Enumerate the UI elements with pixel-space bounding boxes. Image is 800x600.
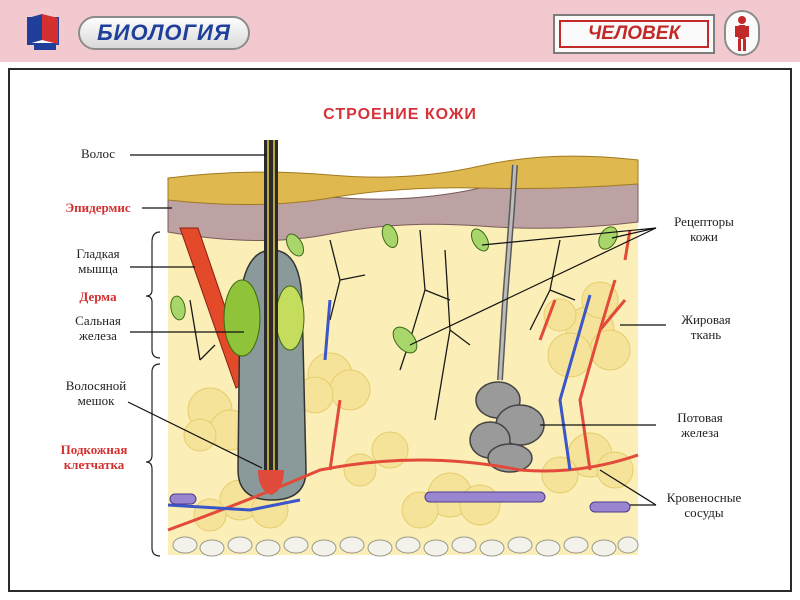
layer-bracket — [145, 231, 161, 557]
label-subcutaneous-2: клетчатка — [63, 457, 125, 472]
nerve-branches — [189, 229, 576, 421]
label-smooth-muscle-1: Гладкая — [76, 246, 120, 261]
sebaceous-gland — [223, 279, 261, 357]
label-subcutaneous: Подкожная клетчатка — [48, 442, 140, 472]
person-button[interactable] — [724, 10, 760, 56]
label-sebaceous-2: железа — [79, 328, 117, 343]
label-sweat-1: Потовая — [677, 410, 723, 425]
label-sebaceous-1: Сальная — [75, 313, 121, 328]
label-epidermis: Эпидермис — [65, 200, 131, 215]
label-sebaceous-gland: Сальная железа — [62, 313, 134, 343]
book-logo-icon[interactable] — [22, 10, 66, 54]
label-blood-vessels: Кровеносные сосуды — [652, 490, 756, 520]
label-receptors-2: кожи — [690, 229, 718, 244]
topic-label: ЧЕЛОВЕК — [559, 20, 709, 48]
label-hair: Волос — [80, 146, 116, 161]
label-fat-2: ткань — [690, 327, 722, 342]
diagram-title: СТРОЕНИЕ КОЖИ — [323, 106, 477, 123]
sweat-gland — [469, 381, 545, 473]
vessel-segments — [169, 491, 631, 513]
label-hair-follicle: Волосяной мешок — [54, 378, 138, 408]
label-fat-tissue: Жировая ткань — [666, 312, 746, 342]
topic-button[interactable]: ЧЕЛОВЕК — [553, 14, 715, 54]
label-vessels-2: сосуды — [684, 505, 724, 520]
hair-shaft — [264, 140, 278, 480]
label-sweat-2: железа — [681, 425, 719, 440]
leader-lines — [127, 154, 666, 506]
label-follicle-1: Волосяной — [65, 378, 127, 393]
base-layer — [172, 536, 639, 557]
label-subcutaneous-1: Подкожная — [60, 442, 128, 457]
label-follicle-2: мешок — [77, 393, 115, 408]
blood-vessels-blue — [167, 294, 592, 512]
label-vessels-1: Кровеносные — [666, 490, 742, 505]
skin-receptors — [170, 223, 618, 354]
label-fat-1: Жировая — [681, 312, 731, 327]
horny-layer — [167, 155, 639, 206]
subject-button[interactable]: БИОЛОГИЯ — [78, 16, 250, 50]
label-smooth-muscle: Гладкая мышца — [62, 246, 134, 276]
human-figure-icon — [735, 16, 749, 51]
label-sweat-gland: Потовая железа — [660, 410, 740, 440]
label-dermis: Дерма — [79, 289, 117, 304]
label-skin-receptors: Рецепторы кожи — [656, 214, 752, 244]
label-smooth-muscle-2: мышца — [78, 261, 118, 276]
label-receptors-1: Рецепторы — [674, 214, 734, 229]
